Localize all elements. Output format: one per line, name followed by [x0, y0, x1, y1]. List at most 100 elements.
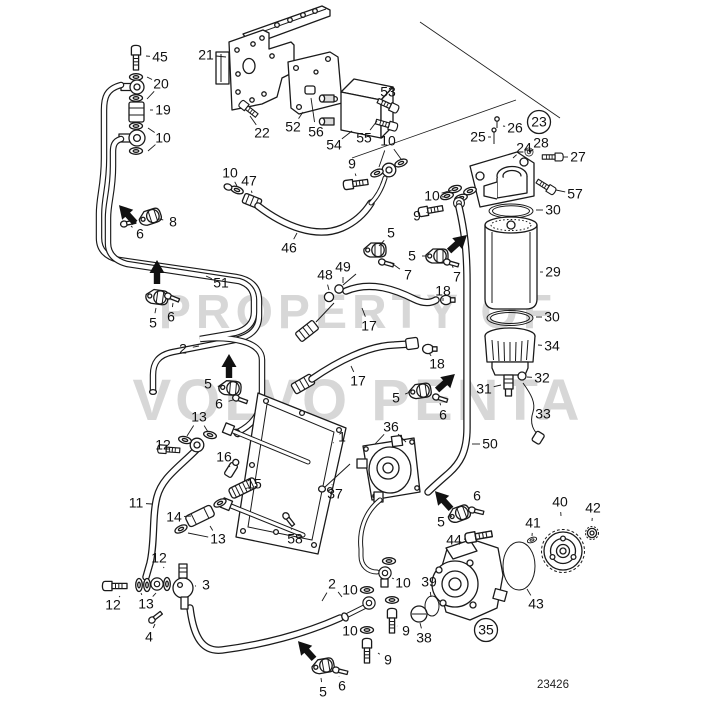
callout-9: 9 — [402, 623, 410, 639]
callout-2: 2 — [328, 576, 336, 592]
callout-37: 37 — [327, 486, 343, 502]
callout-36: 36 — [383, 419, 399, 435]
adapter-plate-52 — [287, 51, 343, 115]
callout-52: 52 — [285, 119, 301, 135]
callout-48: 48 — [317, 267, 333, 283]
drive-gear-40 — [541, 529, 585, 573]
callout-8: 8 — [169, 214, 177, 230]
tee-fitting-3-cluster — [101, 563, 194, 626]
delivery-pipe-17-upper — [295, 273, 456, 342]
callout-40: 40 — [552, 494, 568, 510]
braided-section-15 — [228, 477, 258, 499]
fuel-pipe-51 — [95, 81, 263, 395]
callout-6: 6 — [473, 488, 481, 504]
leader-line — [249, 115, 257, 126]
callout-39: 39 — [421, 574, 437, 590]
leader-line — [321, 592, 328, 602]
leader-line — [205, 275, 213, 280]
cover-plate-1 — [235, 392, 347, 555]
callout-16: 16 — [216, 449, 232, 465]
callout-51: 51 — [213, 275, 229, 291]
callout-49: 49 — [335, 259, 351, 275]
callout-10: 10 — [155, 130, 171, 146]
direction-arrow-icon — [292, 636, 320, 664]
leader-line — [234, 181, 238, 187]
leader-line — [391, 577, 395, 580]
callout-12: 12 — [155, 437, 171, 453]
fuel-feed-pump-36 — [356, 434, 421, 503]
callout-44: 44 — [446, 532, 462, 548]
callout-12: 12 — [151, 550, 167, 566]
leader-line — [140, 592, 143, 596]
callout-5: 5 — [437, 514, 445, 530]
leader-line — [203, 425, 209, 433]
leader-line — [217, 385, 222, 388]
callout-4: 4 — [145, 629, 153, 645]
callout-6: 6 — [215, 396, 223, 412]
callout-6: 6 — [439, 407, 447, 423]
callout-34: 34 — [544, 338, 560, 354]
leader-line — [441, 189, 453, 194]
leader-line — [350, 365, 355, 373]
callout-58: 58 — [287, 531, 303, 547]
leader-line — [310, 97, 315, 123]
callout-15: 15 — [246, 476, 262, 492]
nut-42 — [585, 526, 599, 540]
callout-10: 10 — [222, 165, 238, 181]
callout-7: 7 — [453, 269, 461, 285]
callout-7: 7 — [404, 267, 412, 283]
leader-line — [130, 225, 133, 228]
leader-line — [215, 55, 227, 58]
leader-line — [228, 465, 231, 468]
leader-line — [397, 433, 407, 443]
leader-line — [147, 127, 155, 133]
callout-29: 29 — [545, 264, 561, 280]
leader-line — [419, 622, 422, 629]
callout-42: 42 — [585, 500, 601, 516]
drawing-number: 23426 — [537, 679, 569, 691]
callout-14: 14 — [166, 509, 182, 525]
relay-box-54 — [304, 21, 561, 159]
leader-line — [341, 130, 353, 140]
leader-line — [378, 240, 385, 247]
leader-line — [439, 402, 442, 406]
callout-circle-35 — [473, 617, 499, 643]
callout-25: 25 — [470, 129, 486, 145]
leader-line — [118, 595, 121, 598]
leader-line — [393, 148, 402, 160]
callout-38: 38 — [416, 630, 432, 646]
callout-47: 47 — [241, 173, 257, 189]
callout-5: 5 — [204, 376, 212, 392]
callout-57: 57 — [567, 186, 583, 202]
check-valve-16 — [224, 458, 240, 478]
callout-30: 30 — [544, 309, 560, 325]
callout-12: 12 — [105, 597, 121, 613]
callout-43: 43 — [528, 596, 544, 612]
leader-line — [374, 433, 385, 445]
leader-line — [529, 148, 534, 153]
banjo-stack-left — [359, 586, 376, 664]
fuel-filter-assembly — [416, 116, 564, 445]
leader-line — [298, 111, 304, 119]
leader-line — [526, 588, 532, 596]
filter-cartridge-29 — [484, 216, 538, 310]
union-fitting-14 — [173, 496, 228, 536]
callout-13: 13 — [191, 409, 207, 425]
callout-1: 1 — [338, 429, 346, 445]
leader-line — [361, 307, 366, 317]
callout-18: 18 — [435, 283, 451, 299]
callout-27: 27 — [570, 149, 586, 165]
callout-3: 3 — [202, 577, 210, 593]
leader-line — [320, 677, 323, 683]
callout-33: 33 — [535, 406, 551, 422]
leader-line — [377, 652, 381, 655]
leader-line — [451, 264, 454, 268]
callout-10: 10 — [342, 582, 358, 598]
callout-24: 24 — [516, 140, 532, 156]
leader-line — [369, 120, 378, 131]
leader-line — [146, 76, 153, 80]
leader-line — [209, 525, 214, 531]
callout-28: 28 — [533, 135, 549, 151]
callout-32: 32 — [534, 370, 550, 386]
